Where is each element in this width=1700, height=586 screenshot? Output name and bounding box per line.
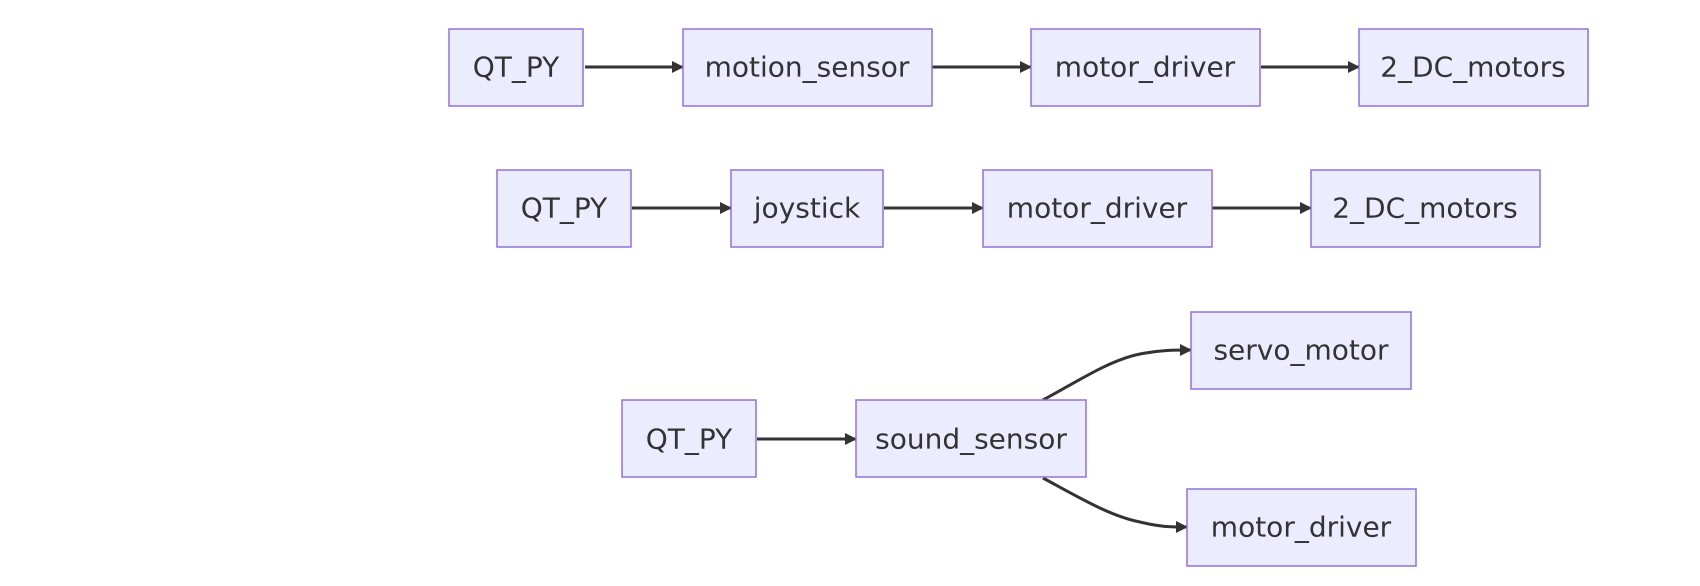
node-2-dc-motors[interactable]: 2_DC_motors bbox=[1358, 28, 1589, 107]
node-motion-sensor[interactable]: motion_sensor bbox=[682, 28, 933, 107]
node-label: QT_PY bbox=[473, 51, 560, 84]
node-qt-py[interactable]: QT_PY bbox=[621, 399, 757, 478]
node-motor-driver[interactable]: motor_driver bbox=[1186, 488, 1417, 567]
edge-sound-sensor-to-motor-driver bbox=[1042, 476, 1188, 533]
node-label: motor_driver bbox=[1211, 511, 1392, 544]
node-label: motor_driver bbox=[1007, 192, 1188, 225]
edge-sound-sensor-to-servo-motor bbox=[1042, 344, 1192, 402]
node-servo-motor[interactable]: servo_motor bbox=[1190, 311, 1412, 390]
node-2-dc-motors[interactable]: 2_DC_motors bbox=[1310, 169, 1541, 248]
node-label: motor_driver bbox=[1055, 51, 1236, 84]
node-joystick[interactable]: joystick bbox=[730, 169, 884, 248]
node-qt-py[interactable]: QT_PY bbox=[448, 28, 584, 107]
node-motor-driver[interactable]: motor_driver bbox=[1030, 28, 1261, 107]
node-label: motion_sensor bbox=[705, 51, 910, 84]
node-label: 2_DC_motors bbox=[1380, 51, 1566, 84]
node-label: QT_PY bbox=[521, 192, 608, 225]
node-label: sound_sensor bbox=[875, 423, 1067, 456]
node-qt-py[interactable]: QT_PY bbox=[496, 169, 632, 248]
node-label: servo_motor bbox=[1213, 334, 1389, 367]
node-label: 2_DC_motors bbox=[1332, 192, 1518, 225]
node-label: QT_PY bbox=[646, 423, 733, 456]
nodes: QT_PY motion_sensor motor_driver 2_DC_mo… bbox=[448, 28, 1589, 567]
node-sound-sensor[interactable]: sound_sensor bbox=[855, 399, 1087, 478]
edges bbox=[585, 61, 1360, 533]
node-motor-driver[interactable]: motor_driver bbox=[982, 169, 1213, 248]
node-label: joystick bbox=[753, 192, 861, 225]
